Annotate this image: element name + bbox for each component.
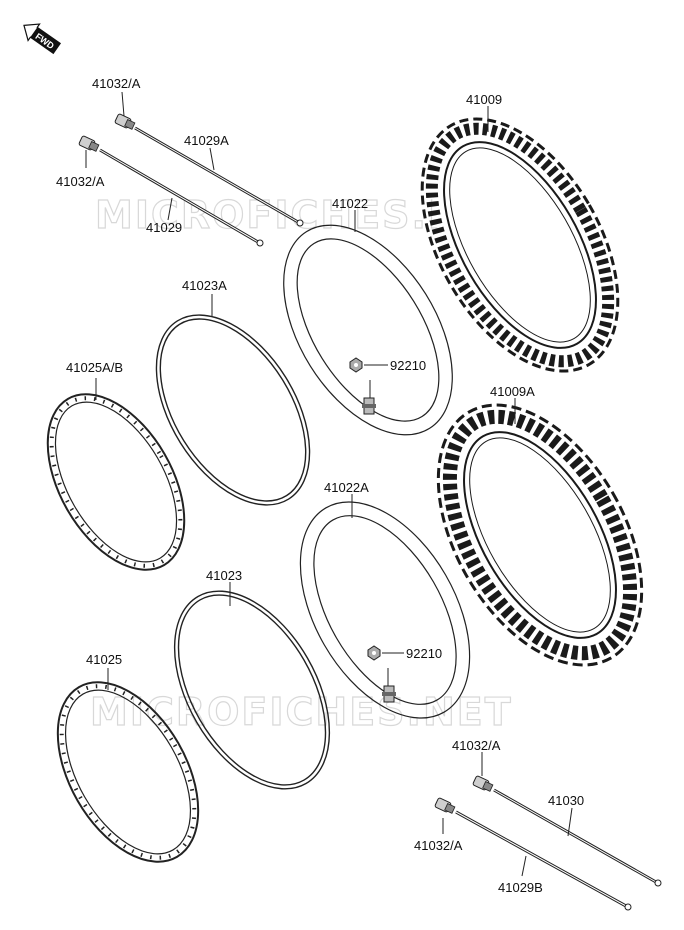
rear-tube	[299, 501, 471, 719]
rear-tire	[436, 403, 644, 667]
label-41009a: 41009A	[490, 384, 535, 399]
label-41032a-4: 41032/A	[414, 838, 463, 853]
front-rim	[46, 393, 186, 571]
label-41022: 41022	[332, 196, 368, 211]
fwd-arrow-icon: FWD	[23, 23, 62, 55]
label-41025ab: 41025A/B	[66, 360, 123, 375]
rear-rim-band	[173, 590, 331, 790]
label-41032a-1: 41032/A	[92, 76, 141, 91]
label-41023a: 41023A	[182, 278, 227, 293]
watermark-lower: MICROFICHES.NET	[90, 690, 513, 734]
nut-icon	[349, 357, 363, 373]
label-41023: 41023	[206, 568, 242, 583]
rear-rim	[56, 681, 200, 863]
spoke-upper-group	[78, 113, 304, 247]
nipple-icon	[114, 113, 136, 130]
front-tube	[283, 224, 453, 436]
valve-icon	[362, 397, 376, 415]
front-rim-band	[155, 314, 311, 506]
nipple-icon	[472, 775, 494, 792]
label-41030: 41030	[548, 793, 584, 808]
label-41022a: 41022A	[324, 480, 369, 495]
front-tire	[420, 117, 620, 373]
nipple-icon	[78, 135, 100, 152]
nut-icon	[367, 645, 381, 661]
label-41009: 41009	[466, 92, 502, 107]
label-41029a: 41029A	[184, 133, 229, 148]
spoke-lower-group	[434, 775, 662, 911]
nipple-icon	[434, 797, 456, 814]
label-41032a-3: 41032/A	[452, 738, 501, 753]
label-41029b: 41029B	[498, 880, 543, 895]
valve-icon	[382, 685, 396, 703]
label-92210-2: 92210	[406, 646, 442, 661]
label-92210-1: 92210	[390, 358, 426, 373]
label-41029: 41029	[146, 220, 182, 235]
label-41032a-2: 41032/A	[56, 174, 105, 189]
label-41025: 41025	[86, 652, 122, 667]
